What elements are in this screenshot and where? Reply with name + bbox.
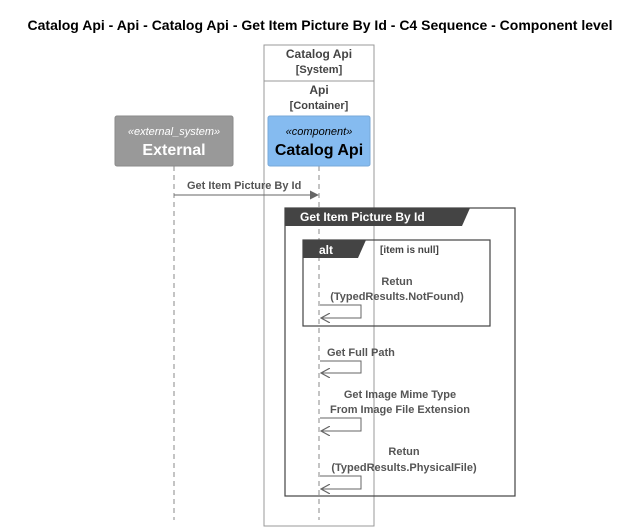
catalog-api-name: Catalog Api	[275, 142, 363, 159]
alt-keyword: alt	[319, 243, 333, 257]
external-participant	[114, 115, 234, 167]
alt-frame	[302, 239, 491, 327]
diagram-title: Catalog Api - Api - Catalog Api - Get It…	[28, 17, 613, 33]
external-name: External	[142, 142, 205, 159]
system-type: [System]	[296, 64, 343, 76]
self-message-arrow	[320, 304, 362, 318]
message-label: Retun	[381, 276, 412, 288]
message-label: Get Image Mime Type	[344, 389, 456, 401]
system-boundary	[263, 44, 375, 527]
message-label: Retun	[388, 446, 419, 458]
message-label: Get Item Picture By Id	[187, 180, 301, 192]
self-message-arrow	[320, 417, 362, 431]
container-type: [Container]	[290, 100, 349, 112]
alt-condition: [item is null]	[380, 245, 439, 256]
message-label: (TypedResults.NotFound)	[330, 291, 464, 303]
alt-frame-header	[303, 240, 366, 258]
group-label: Get Item Picture By Id	[300, 210, 425, 224]
self-message-arrow	[320, 360, 362, 373]
container-name: Api	[309, 83, 328, 97]
system-name: Catalog Api	[286, 47, 352, 61]
catalog-api-participant	[267, 115, 371, 167]
group-frame-header	[285, 208, 470, 226]
message-label: (TypedResults.PhysicalFile)	[331, 462, 477, 474]
external-stereotype: «external_system»	[128, 126, 220, 138]
message-label: From Image File Extension	[330, 404, 470, 416]
catalog-api-stereotype: «component»	[286, 126, 353, 138]
message-label: Get Full Path	[327, 347, 395, 359]
self-message-arrow	[320, 475, 362, 489]
